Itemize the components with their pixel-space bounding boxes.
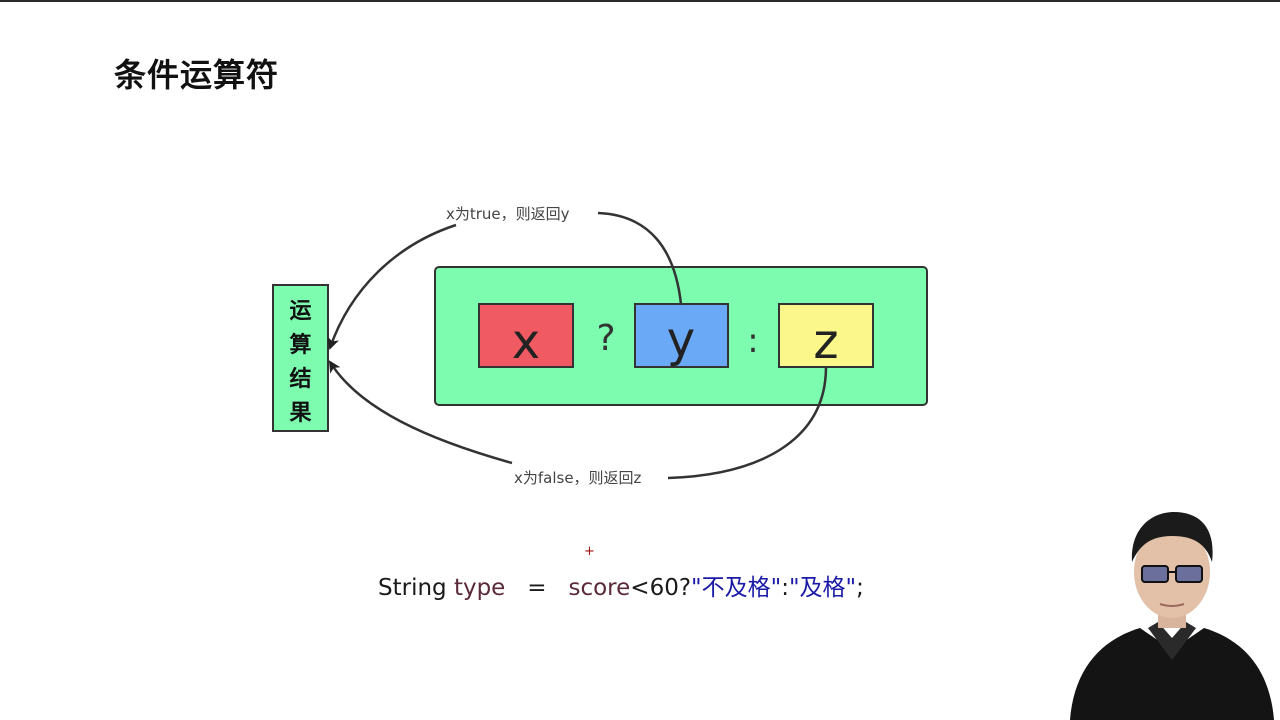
question-operator: ? [596, 318, 615, 359]
code-string-pass: "及格" [788, 575, 857, 601]
y-box [634, 303, 729, 368]
result-char-3: 结 [289, 366, 311, 392]
y-label: y [667, 312, 695, 368]
code-semicolon: ; [856, 575, 864, 601]
code-condition: <60? [630, 575, 692, 601]
false-arrow [330, 362, 828, 480]
colon-operator: : [747, 321, 758, 361]
presenter-video [1070, 512, 1274, 720]
code-variable: type [453, 575, 506, 601]
code-score: score [568, 575, 631, 601]
top-border [0, 0, 1280, 2]
presenter-mouth [1159, 603, 1185, 607]
result-char-1: 运 [289, 299, 311, 324]
true-arrow [330, 211, 683, 348]
glasses-right-lens [1175, 565, 1203, 583]
presenter-collar [1148, 622, 1196, 660]
x-box [478, 303, 574, 368]
code-type-keyword: String [378, 575, 454, 601]
result-char-2: 算 [289, 332, 311, 358]
false-label: x为false，则返回z [514, 469, 642, 487]
code-colon: : [781, 575, 789, 601]
z-label: z [813, 314, 838, 370]
glasses-left-lens [1141, 565, 1169, 583]
presenter-hair [1131, 512, 1213, 562]
x-label: x [512, 314, 540, 370]
code-assign: = [505, 575, 569, 601]
z-box [778, 303, 874, 368]
code-line: String type = score<60?"不及格":"及格"; [378, 568, 864, 602]
true-label: x为true，则返回y [446, 205, 570, 223]
slide-title: 条件运算符 [114, 56, 280, 94]
code-string-fail: "不及格" [691, 575, 782, 601]
presenter-jacket [1070, 628, 1274, 720]
result-char-4: 果 [289, 401, 311, 426]
cursor-marker: + [584, 544, 595, 559]
